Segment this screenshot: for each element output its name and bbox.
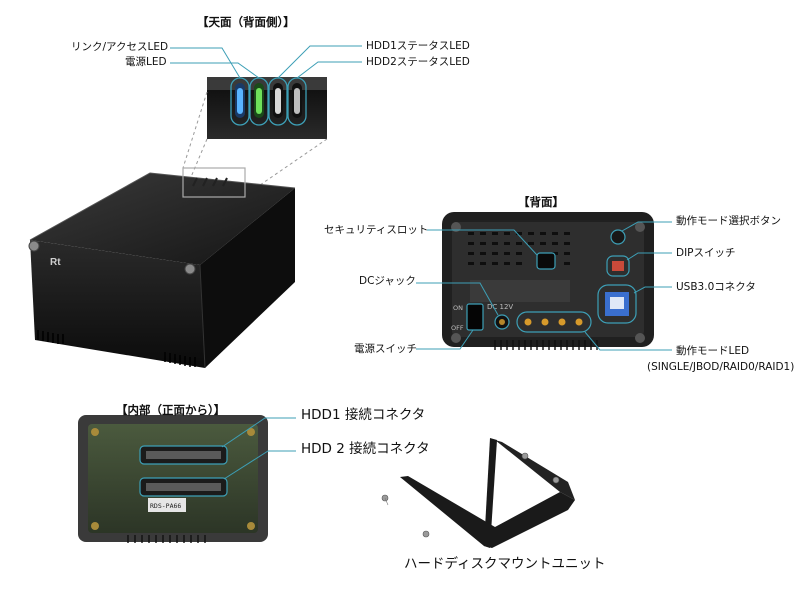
inside-photo: RDS-PA66 <box>78 415 268 543</box>
usb-connector-label: USB3.0コネクタ <box>676 281 756 293</box>
svg-text:DC 12V: DC 12V <box>487 303 513 311</box>
hdd2-status-led-label: HDD2ステータスLED <box>366 56 470 68</box>
mode-led-modes-label: (SINGLE/JBOD/RAID0/RAID1) <box>647 361 795 373</box>
top-view-title: 【天面（背面側）】 <box>197 15 295 29</box>
hdd2-connector-label: HDD 2 接続コネクタ <box>301 441 430 457</box>
svg-text:OFF: OFF <box>451 324 464 332</box>
svg-text:RDS-PA66: RDS-PA66 <box>150 502 181 510</box>
power-switch-label: 電源スイッチ <box>354 343 417 355</box>
top-callout-lines <box>170 45 362 79</box>
mount-unit-caption: ハードディスクマウントユニット <box>404 556 606 572</box>
hdd2-status-led <box>292 83 302 118</box>
hdd1-connector-label: HDD1 接続コネクタ <box>301 407 426 423</box>
svg-text:ON: ON <box>453 304 463 312</box>
dip-switch-label: DIPスイッチ <box>676 247 736 259</box>
svg-text:Rt: Rt <box>50 257 61 268</box>
inside-callout-lines <box>221 417 296 480</box>
rear-view-title: 【背面】 <box>518 195 564 209</box>
rear-callout-lines <box>416 221 672 351</box>
mount-unit-photo <box>381 438 575 548</box>
security-slot-label: セキュリティスロット <box>324 224 429 236</box>
power-led <box>254 83 264 118</box>
led-zoom-panel <box>207 77 327 139</box>
hdd1-status-led-label: HDD1ステータスLED <box>366 40 470 52</box>
mode-led-label: 動作モードLED <box>676 345 750 357</box>
hdd1-status-led <box>273 83 283 118</box>
rear-panel-photo: DC 12V ON OFF <box>442 212 654 350</box>
enclosure-photo: Rt <box>28 167 296 369</box>
power-led-label: 電源LED <box>125 56 167 68</box>
mode-select-button-label: 動作モード選択ボタン <box>676 215 781 227</box>
link-access-led <box>235 83 245 118</box>
dc-jack-label: DCジャック <box>359 275 416 287</box>
link-access-led-label: リンク/アクセスLED <box>71 41 169 53</box>
inside-view-title: 【内部（正面から）】 <box>116 403 226 417</box>
